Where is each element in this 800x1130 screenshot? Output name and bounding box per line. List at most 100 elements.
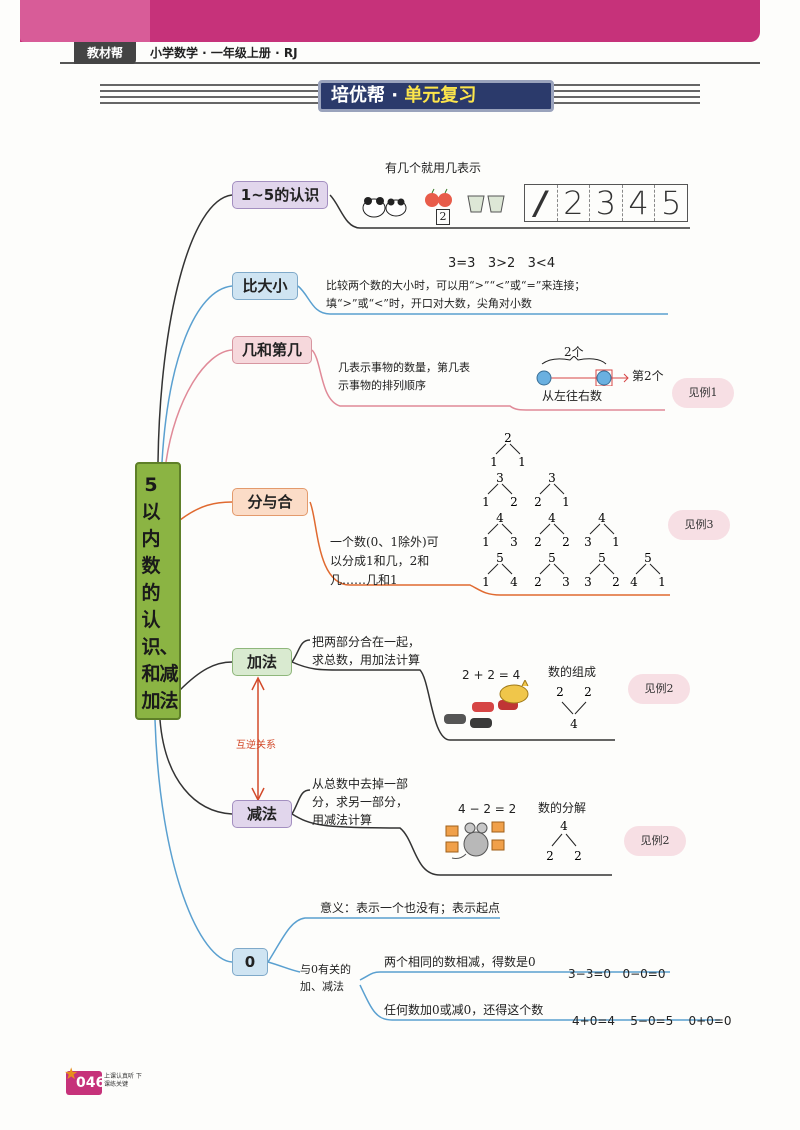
b7-related-line1: 与0有关的 bbox=[300, 963, 351, 976]
digit-cell: 5 bbox=[660, 184, 682, 222]
tree-part-left: 1 bbox=[482, 535, 490, 549]
composition-part: 2 bbox=[584, 685, 592, 699]
b7-rule2-examples: 4+0=4 5−0=5 0+0=0 bbox=[572, 1014, 732, 1028]
box-icon bbox=[445, 821, 505, 853]
b6-line3: 用减法计算 bbox=[312, 813, 373, 827]
tree-part-right: 2 bbox=[510, 495, 518, 509]
mouse-icon bbox=[451, 822, 489, 859]
tree-part-left: 4 bbox=[630, 575, 638, 589]
b3-example-tag: 见例1 bbox=[672, 378, 734, 408]
split-tree: 52 3 bbox=[534, 551, 570, 589]
tree-part-right: 2 bbox=[562, 535, 570, 549]
tree-part-right: 3 bbox=[510, 535, 518, 549]
topic-zero: 0 bbox=[232, 948, 268, 976]
b7-related-line2: 加、减法 bbox=[300, 980, 344, 993]
tree-total: 3 bbox=[496, 471, 504, 485]
b3-direction: 从左往右数 bbox=[542, 389, 603, 403]
center-title-char: 加 bbox=[141, 690, 161, 712]
center-title-char: 减 bbox=[159, 663, 179, 685]
topic-subtraction: 减法 bbox=[232, 800, 292, 828]
b5-example-tag: 见例2 bbox=[628, 674, 690, 704]
branch-line-5 bbox=[179, 661, 233, 691]
split-tree: 51 4 bbox=[482, 551, 518, 589]
cat-icon bbox=[499, 680, 529, 704]
topic-compare-size: 比大小 bbox=[232, 272, 298, 300]
b2-line1: 比较两个数的大小时，可以用“>”“<”或“=”来连接； bbox=[326, 279, 586, 292]
topic-1-5-recognition: 1~5的认识 bbox=[232, 181, 328, 209]
b6-example-tag: 见例2 bbox=[624, 826, 686, 856]
tree-part-right: 3 bbox=[562, 575, 570, 589]
b4-line1: 一个数(0、1除外)可 bbox=[330, 535, 439, 549]
b4-example-tag: 见例3 bbox=[668, 510, 730, 540]
header-band bbox=[20, 0, 760, 42]
b5-illustration bbox=[444, 680, 529, 728]
b1-objects-illustration bbox=[362, 188, 505, 218]
decomposition-part: 2 bbox=[546, 849, 554, 863]
digit-cell: 2 bbox=[558, 185, 591, 221]
toy-car-icon bbox=[444, 700, 518, 728]
b7-rule2: 任何数加0或减0，还得这个数 bbox=[384, 1003, 544, 1017]
tree-total: 5 bbox=[548, 551, 556, 565]
tree-total: 4 bbox=[598, 511, 606, 525]
tree-part-right: 2 bbox=[612, 575, 620, 589]
tree-part-left: 1 bbox=[482, 575, 490, 589]
center-title-char: 以 bbox=[141, 501, 161, 523]
brand-bar bbox=[60, 42, 760, 64]
b5-equation: 2 + 2 = 4 bbox=[462, 668, 521, 682]
composition-part: 2 bbox=[556, 685, 564, 699]
banner-highlight: 单元复习 bbox=[404, 85, 477, 106]
star-icon: ★ bbox=[64, 1064, 79, 1083]
branch-line-3 bbox=[165, 349, 233, 463]
b1-digit-grid: / 2 3 4 5 bbox=[524, 184, 688, 222]
center-title-char: 内 bbox=[141, 528, 161, 550]
tree-part-left: 2 bbox=[534, 535, 542, 549]
center-title-char: 、 bbox=[159, 636, 179, 658]
tree-part-left: 3 bbox=[584, 535, 592, 549]
branch-line-7 bbox=[154, 719, 233, 963]
banner-main: 培优帮 · bbox=[331, 85, 405, 106]
b3-line2: 示事物的排列顺序 bbox=[338, 379, 426, 392]
tree-total: 5 bbox=[598, 551, 606, 565]
brand-tag: 教材帮 bbox=[74, 42, 136, 64]
tree-part-right: 1 bbox=[658, 575, 666, 589]
digit-cell: / bbox=[525, 185, 558, 221]
center-title-char: 认 bbox=[141, 609, 161, 631]
b3-order-illustration bbox=[536, 356, 629, 386]
center-title-char: 数 bbox=[141, 555, 161, 577]
b1-number-tag: 2 bbox=[436, 209, 450, 225]
tree-part-left: 2 bbox=[534, 575, 542, 589]
b6-line1: 从总数中去掉一部 bbox=[312, 777, 409, 791]
center-title-char: 识 bbox=[141, 636, 161, 658]
b5-line1: 把两部分合在一起， bbox=[312, 635, 421, 649]
tree-total: 2 bbox=[504, 431, 512, 445]
b3-count-label: 2个 bbox=[564, 345, 584, 359]
b2-examples: 3=3 3>2 3<4 bbox=[448, 256, 556, 271]
section-banner: 培优帮 · 单元复习 bbox=[318, 80, 554, 112]
b7-rule1: 两个相同的数相减，得数是0 bbox=[384, 955, 536, 969]
b1-caption: 有几个就用几表示 bbox=[385, 161, 482, 175]
branch-line-4 bbox=[179, 501, 233, 521]
tree-total: 4 bbox=[548, 511, 556, 525]
tree-total: 3 bbox=[548, 471, 556, 485]
book-title: 小学数学 · 一年级上册 · RJ bbox=[150, 46, 298, 60]
cup-icon bbox=[467, 195, 505, 213]
panda-icon bbox=[362, 197, 407, 218]
b7-meaning: 意义：表示一个也没有；表示起点 bbox=[320, 901, 501, 915]
tree-part-right: 1 bbox=[562, 495, 570, 509]
b6-decomposition-title: 数的分解 bbox=[538, 801, 587, 815]
page-footer-note: 上课认真听 下课练关键 bbox=[104, 1073, 142, 1088]
topic-addition: 加法 bbox=[232, 648, 292, 676]
tree-part-right: 4 bbox=[510, 575, 518, 589]
b6-line2: 分，求另一部分， bbox=[312, 795, 409, 809]
tree-total: 5 bbox=[496, 551, 504, 565]
b5-composition-title: 数的组成 bbox=[548, 665, 597, 679]
